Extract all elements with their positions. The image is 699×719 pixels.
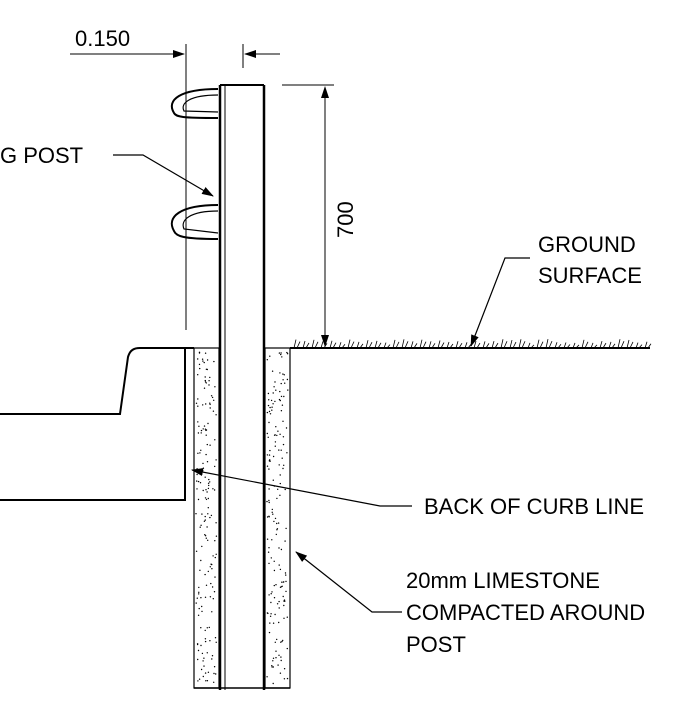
curb-profile <box>0 347 194 501</box>
dim-height-arrow-bottom <box>321 335 329 347</box>
ground-leader <box>470 257 530 347</box>
curb-back-line <box>0 348 186 501</box>
dim-height-arrow-top <box>321 86 329 98</box>
limestone-fill-right <box>264 347 291 689</box>
limestone-label-line3: POST <box>406 632 466 657</box>
ground-label-line1: GROUND <box>538 232 636 257</box>
curb-top-line <box>0 347 194 415</box>
limestone-label-line2: COMPACTED AROUND <box>406 600 645 625</box>
height-dimension: 700 <box>282 84 358 347</box>
limestone-fill-left <box>193 347 220 689</box>
grass-hatching <box>293 339 652 349</box>
guard-post <box>218 84 266 690</box>
rail-block-upper <box>170 88 219 119</box>
limestone-backfill <box>193 347 291 689</box>
width-dimension: 0.150 <box>70 26 280 330</box>
post-leader <box>113 154 214 197</box>
post-label: G POST <box>0 143 83 168</box>
dim-height-label: 700 <box>333 201 358 238</box>
leaders <box>113 154 530 613</box>
limestone-label-line1: 20mm LIMESTONE <box>406 568 600 593</box>
limestone-leader <box>295 551 402 613</box>
rail-block-lower <box>170 204 219 240</box>
curb-leader <box>191 468 412 507</box>
ground-label-line2: SURFACE <box>538 263 642 288</box>
curb-label: BACK OF CURB LINE <box>424 494 644 519</box>
ground-surface <box>290 339 652 349</box>
dim-width-label: 0.150 <box>75 26 130 51</box>
limestone-stipple <box>195 351 289 685</box>
